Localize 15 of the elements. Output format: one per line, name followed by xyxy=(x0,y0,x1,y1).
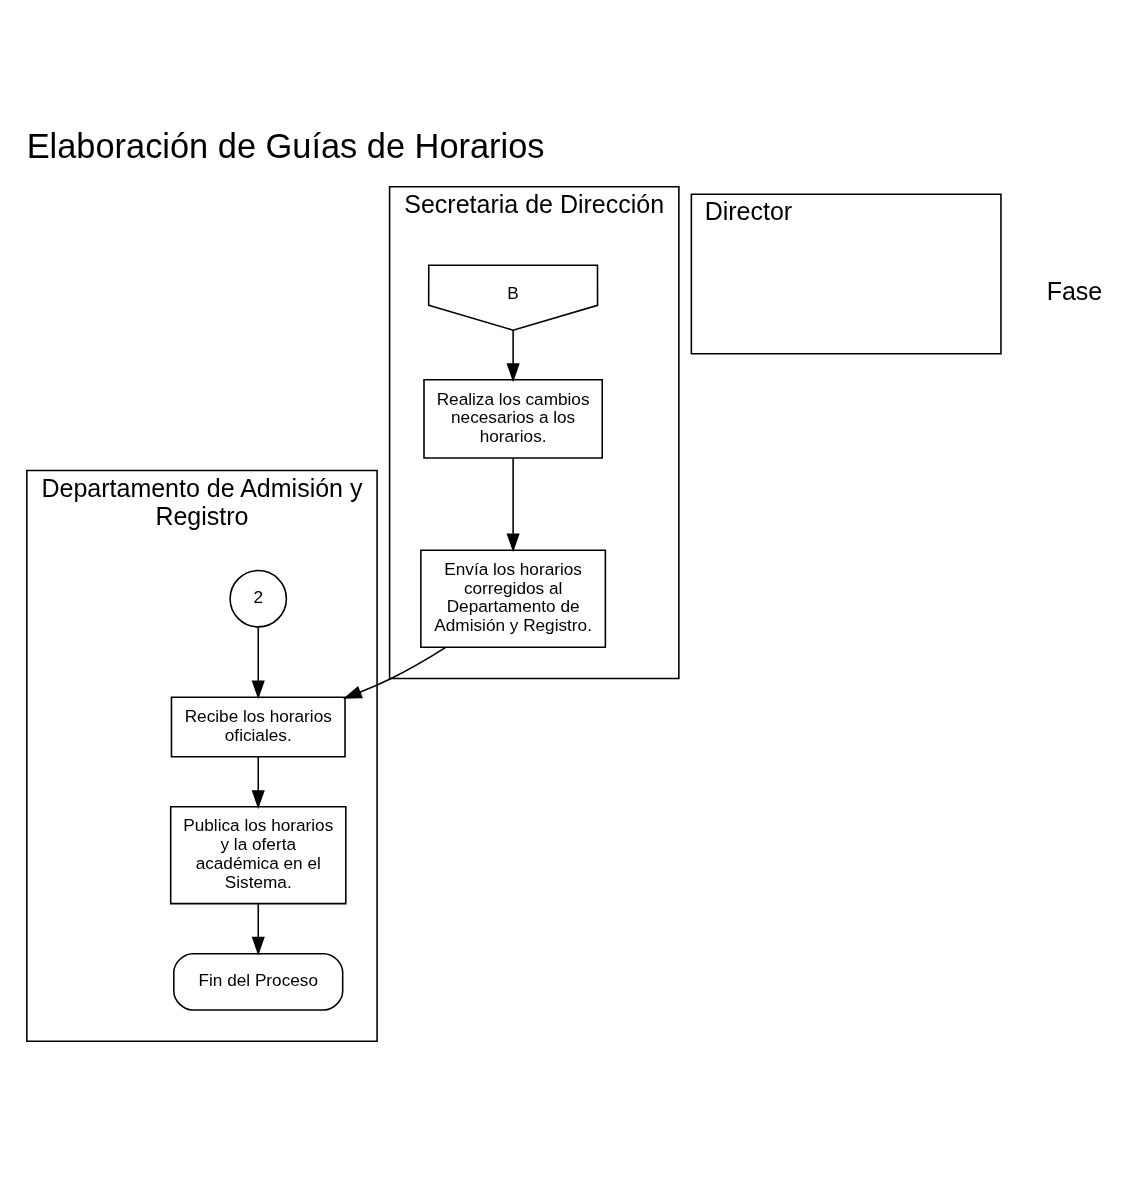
arrow xyxy=(251,756,265,810)
node-box: Envía los horarios corregidos al Departamento de Admisión y Registro. xyxy=(420,549,607,648)
diagram-title: Elaboración de Guías de Horarios xyxy=(26,127,545,166)
arrow xyxy=(343,646,447,699)
node-box: Recibe los horarios oficiales. xyxy=(170,696,346,758)
arrow xyxy=(506,329,520,383)
node-box: Realiza los cambios necesarios a los horarios. xyxy=(423,379,603,459)
arrow xyxy=(251,626,265,700)
node-circle: 2 xyxy=(229,569,288,628)
arrow xyxy=(251,903,265,956)
node-box: Fin del Proceso xyxy=(173,952,344,1011)
node-box: Director xyxy=(690,193,1002,355)
arrow xyxy=(506,457,520,553)
label: Fase xyxy=(1046,277,1103,306)
node-box: Publica los horarios y la oferta académica en el Sistema. xyxy=(169,805,347,905)
